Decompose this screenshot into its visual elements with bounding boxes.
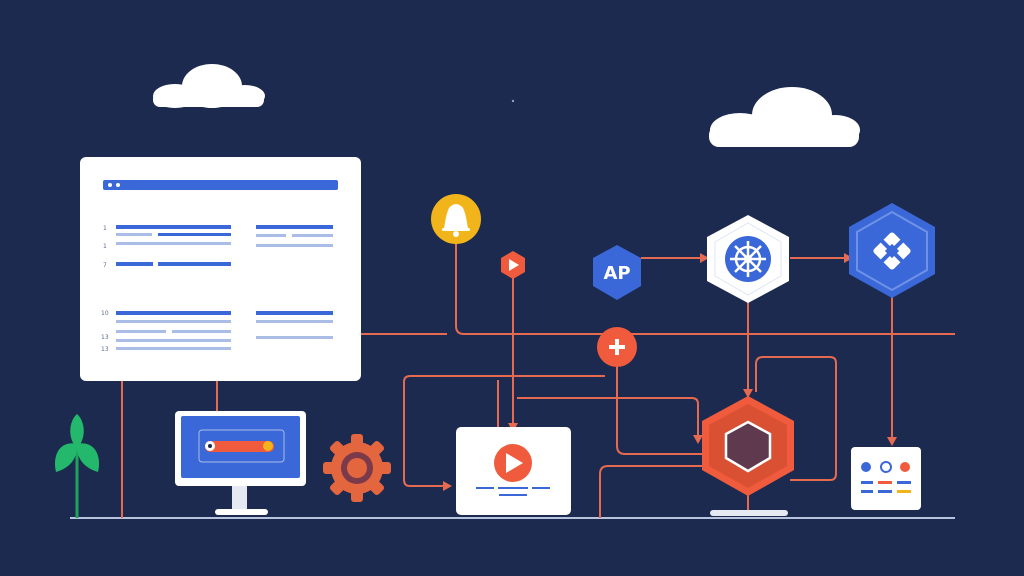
line-number: 7 xyxy=(103,262,107,269)
arrow-heads xyxy=(443,253,897,491)
gear-icon xyxy=(323,434,391,502)
cloud-icon xyxy=(709,87,860,147)
star-dot xyxy=(511,99,515,103)
api-badge-label: AP xyxy=(603,263,630,284)
line-number: 13 xyxy=(101,346,109,353)
line-number: 13 xyxy=(101,334,109,341)
plant-icon xyxy=(54,414,100,518)
cloud-icon xyxy=(153,64,265,108)
browser-address-bar xyxy=(103,180,338,190)
dashboard-icon xyxy=(851,447,921,510)
play-icon xyxy=(501,251,525,279)
plus-icon xyxy=(597,327,637,367)
helm-wheel-icon xyxy=(707,215,789,303)
connector-lines xyxy=(121,238,955,518)
api-icon: AP xyxy=(593,245,641,300)
line-number: 1 xyxy=(103,243,107,250)
line-number: 10 xyxy=(101,310,109,317)
cloud-node-icon xyxy=(849,203,935,298)
desktop-monitor-icon xyxy=(175,411,306,515)
browser-window-icon: 1 1 7 10 13 13 xyxy=(80,157,361,381)
video-player-icon xyxy=(456,427,571,515)
line-number: 1 xyxy=(103,225,107,232)
bell-icon xyxy=(431,194,481,244)
code-lines: 1 1 7 10 13 13 xyxy=(101,225,333,353)
hexagon-core-icon xyxy=(702,396,794,516)
